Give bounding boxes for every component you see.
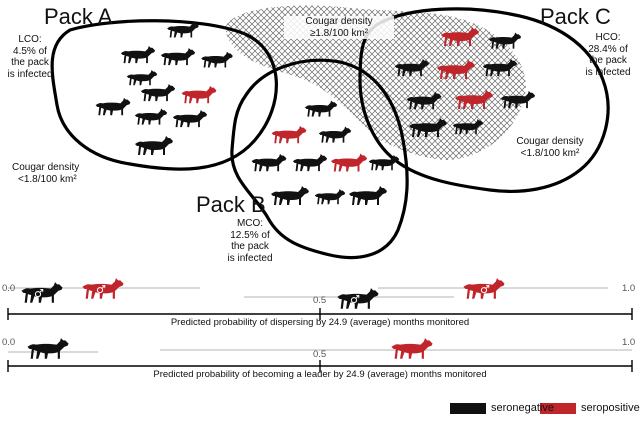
dispersal-tick-mid: 0.5 (313, 295, 327, 306)
wolf-seropositive (271, 125, 307, 144)
leader-tick-left: 0.0 (2, 337, 16, 348)
legend-swatch-seronegative (450, 403, 486, 414)
wolf-seronegative (27, 338, 69, 359)
wolf-seronegative (167, 21, 199, 38)
wolf-seronegative (271, 186, 309, 205)
wolf-seronegative (314, 189, 346, 205)
wolf-seronegative (120, 46, 156, 64)
wolf-seronegative (160, 48, 196, 66)
dispersal-tick-right: 1.0 (622, 283, 636, 294)
wolf-seronegative (292, 154, 328, 172)
wolf-seropositive (330, 153, 368, 172)
male-symbol: ♂ (480, 283, 490, 296)
cougar-low-right-label: Cougar density <1.8/100 km² (498, 136, 602, 159)
cougar-low-left-line1: Cougar density (12, 162, 80, 173)
male-symbol: ♂ (34, 287, 44, 300)
leader-caption: Predicted probability of becoming a lead… (153, 369, 487, 380)
cougar-high-label: Cougar density ≥1.8/100 km² (284, 16, 394, 39)
cougar-low-left-line2: <1.8/100 km² (18, 173, 77, 185)
legend-swatch-seropositive (540, 403, 576, 414)
wolf-seronegative (349, 186, 387, 205)
pack-b-percent: 12.5% of (230, 229, 270, 241)
leader-tick-mid: 0.5 (313, 349, 327, 360)
pack-b-title: Pack B (196, 192, 266, 217)
dispersal-wolves: ♂ ♂ ♂ ♂ (21, 278, 505, 309)
cougar-high-line2: ≥1.8/100 km² (309, 27, 369, 39)
pack-a-code: LCO: (18, 34, 42, 45)
male-symbol: ♂ (96, 283, 106, 296)
wolf-seronegative (135, 136, 173, 155)
wolf-seropositive (391, 338, 433, 359)
pack-b-territory (230, 58, 409, 260)
wolf-seronegative (95, 97, 131, 116)
pack-b-line3: is infected (227, 252, 273, 264)
pack-a-stats: LCO: 4.5% of the pack is infected (2, 34, 58, 80)
leader-tick-right: 1.0 (622, 337, 636, 348)
pack-c-line3: is infected (585, 66, 631, 78)
wolf-seronegative (304, 100, 338, 117)
wolf-seronegative (140, 84, 176, 102)
legend-label-seropositive: seropositive (581, 402, 640, 414)
pack-a-line2: the pack (11, 57, 49, 68)
wolf-seronegative (201, 51, 233, 68)
cougar-low-right-line2: <1.8/100 km² (520, 147, 580, 159)
wolf-seropositive (181, 85, 217, 104)
wolf-seronegative (126, 70, 158, 86)
pack-b-stats: MCO: 12.5% of the pack is infected (222, 218, 278, 264)
pack-c-percent: 28.4% of (588, 43, 628, 55)
pack-a-line3: is infected (7, 68, 53, 80)
pack-a-percent: 4.5% of (13, 45, 47, 57)
cougar-low-left-label: Cougar density <1.8/100 km² (12, 162, 112, 185)
pack-b-line2: the pack (231, 241, 269, 252)
wolf-seronegative (134, 108, 168, 125)
pack-c-code: HCO: (595, 32, 621, 43)
wolf-seronegative (172, 110, 208, 128)
dispersal-tick-left: 0.0 (2, 283, 16, 294)
pack-a-wolves (95, 21, 233, 155)
legend-label-seronegative: seronegative (491, 402, 554, 414)
pack-c-line2: the pack (589, 55, 627, 66)
pack-a-title: Pack A (44, 4, 113, 29)
leader-wolves (27, 338, 433, 359)
wolf-seronegative (368, 155, 400, 171)
dispersal-caption: Predicted probability of dispersing by 2… (170, 317, 470, 328)
pack-c-title: Pack C (540, 4, 611, 29)
cougar-high-line1: Cougar density (305, 16, 373, 27)
pack-b-code: MCO: (236, 218, 264, 229)
cougar-low-right-line1: Cougar density (516, 136, 584, 147)
wolf-seronegative (251, 153, 287, 172)
pack-a-territory (50, 19, 278, 171)
pack-c-territory (358, 7, 610, 193)
wolf-seronegative (318, 126, 352, 143)
male-symbol: ♂ (350, 293, 360, 306)
pack-c-stats: HCO: 28.4% of the pack is infected (578, 32, 638, 78)
